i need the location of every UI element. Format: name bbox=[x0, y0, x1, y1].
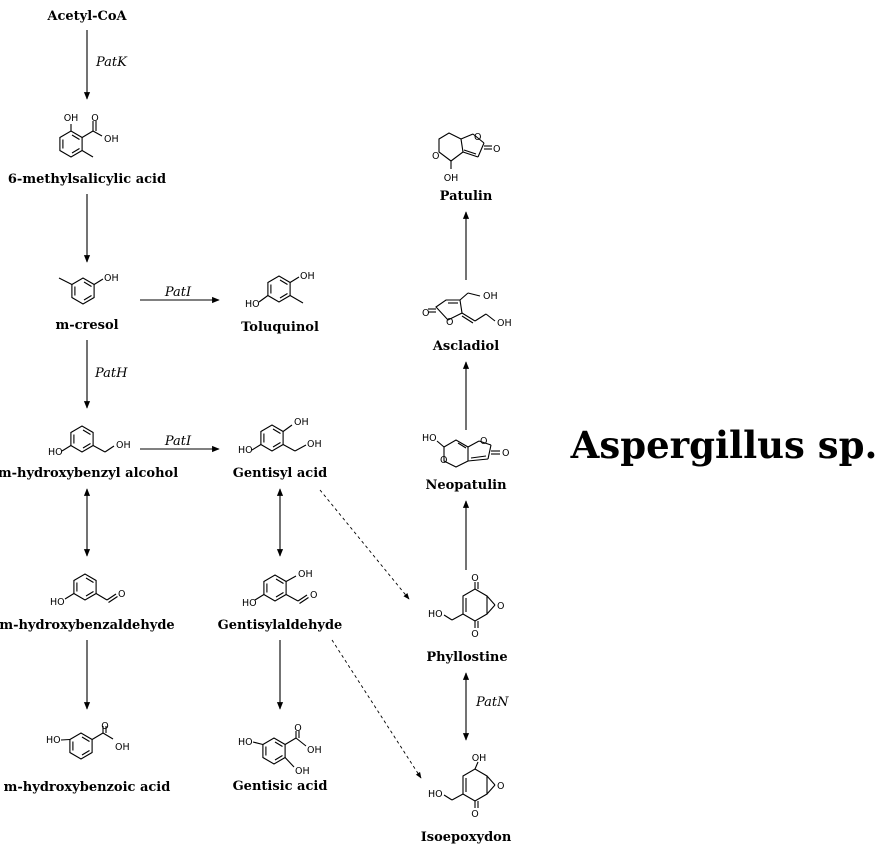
reaction-arrows bbox=[83, 30, 470, 779]
label-m-hydroxybenzyl-alcohol: m-hydroxybenzyl alcohol bbox=[0, 466, 178, 481]
svg-text:OH: OH bbox=[497, 318, 512, 329]
structure-6-methylsalicylic-acid: OH O OH bbox=[59, 113, 119, 158]
arrow-gentisylald-to-isoepoxydon bbox=[331, 639, 422, 779]
label-phyllostine: Phyllostine bbox=[426, 650, 507, 665]
label-patulin: Patulin bbox=[440, 189, 493, 204]
svg-text:HO: HO bbox=[245, 299, 260, 310]
svg-text:O: O bbox=[432, 151, 439, 162]
label-m-hydroxybenzoic-acid: m-hydroxybenzoic acid bbox=[4, 780, 171, 795]
label-toluquinol: Toluquinol bbox=[241, 320, 319, 335]
svg-text:O: O bbox=[422, 308, 429, 319]
structure-m-cresol: OH bbox=[58, 273, 119, 305]
svg-text:OH: OH bbox=[294, 417, 309, 428]
structure-gentisylaldehyde: OH O HO bbox=[242, 569, 317, 609]
svg-text:O: O bbox=[118, 589, 125, 600]
svg-text:HO: HO bbox=[428, 609, 443, 620]
svg-text:OH: OH bbox=[104, 273, 119, 284]
structure-isoepoxydon: OH O O HO bbox=[428, 753, 504, 820]
arrow-gentisyl-to-phyllostine bbox=[319, 489, 410, 600]
svg-text:HO: HO bbox=[238, 445, 253, 456]
svg-text:O: O bbox=[474, 132, 481, 143]
svg-text:O: O bbox=[101, 721, 108, 732]
svg-text:O: O bbox=[471, 573, 478, 584]
svg-text:OH: OH bbox=[483, 291, 498, 302]
label-6-methylsalicylic-acid: 6-methylsalicylic acid bbox=[8, 172, 166, 187]
svg-text:HO: HO bbox=[46, 735, 61, 746]
structure-m-hydroxybenzyl-alcohol: HO OH bbox=[48, 425, 131, 458]
svg-text:OH: OH bbox=[300, 271, 315, 282]
structure-gentisyl-acid: OH OH HO bbox=[238, 417, 322, 456]
enzyme-path: PatH bbox=[94, 366, 128, 381]
label-gentisic-acid: Gentisic acid bbox=[233, 779, 328, 794]
svg-text:O: O bbox=[502, 448, 509, 459]
svg-text:HO: HO bbox=[428, 789, 443, 800]
svg-text:OH: OH bbox=[444, 173, 459, 184]
label-acetyl-coa: Acetyl-CoA bbox=[46, 9, 127, 24]
label-gentisyl-acid: Gentisyl acid bbox=[233, 466, 327, 481]
structure-m-hydroxybenzoic-acid: HO O OH bbox=[46, 721, 130, 760]
enzyme-patn: PatN bbox=[475, 695, 509, 710]
svg-text:O: O bbox=[91, 113, 98, 124]
svg-text:OH: OH bbox=[307, 439, 322, 450]
svg-text:HO: HO bbox=[242, 598, 257, 609]
label-m-hydroxybenzaldehyde: m-hydroxybenzaldehyde bbox=[0, 618, 175, 633]
svg-text:O: O bbox=[471, 809, 478, 820]
label-m-cresol: m-cresol bbox=[55, 318, 118, 333]
svg-text:O: O bbox=[480, 436, 487, 447]
svg-text:OH: OH bbox=[115, 742, 130, 753]
structure-ascladiol: O O OH OH bbox=[422, 291, 512, 329]
svg-text:OH: OH bbox=[295, 766, 310, 777]
svg-text:HO: HO bbox=[422, 433, 437, 444]
svg-text:O: O bbox=[493, 144, 500, 155]
label-gentisylaldehyde: Gentisylaldehyde bbox=[218, 618, 343, 633]
structure-m-hydroxybenzaldehyde: HO O bbox=[50, 573, 125, 608]
label-neopatulin: Neopatulin bbox=[425, 478, 507, 493]
svg-text:O: O bbox=[294, 723, 301, 734]
organism-title: Aspergillus sp. bbox=[570, 423, 878, 467]
svg-text:O: O bbox=[497, 781, 504, 792]
svg-text:O: O bbox=[440, 455, 447, 466]
enzyme-pati-2: PatI bbox=[164, 434, 192, 449]
svg-text:HO: HO bbox=[238, 737, 253, 748]
svg-text:OH: OH bbox=[64, 113, 79, 124]
svg-text:OH: OH bbox=[472, 753, 487, 764]
svg-text:O: O bbox=[446, 317, 453, 328]
structure-neopatulin: HO O O O bbox=[422, 433, 509, 468]
svg-text:O: O bbox=[497, 601, 504, 612]
structure-gentisic-acid: HO O OH OH bbox=[238, 723, 322, 777]
svg-text:O: O bbox=[310, 590, 317, 601]
svg-text:OH: OH bbox=[307, 745, 322, 756]
structure-phyllostine: O O O HO bbox=[428, 573, 504, 640]
label-ascladiol: Ascladiol bbox=[432, 339, 499, 354]
structure-patulin: O O O OH bbox=[432, 132, 500, 184]
svg-text:HO: HO bbox=[50, 597, 65, 608]
svg-text:OH: OH bbox=[104, 134, 119, 145]
svg-text:O: O bbox=[471, 629, 478, 640]
label-isoepoxydon: Isoepoxydon bbox=[421, 830, 512, 845]
svg-text:OH: OH bbox=[298, 569, 313, 580]
enzyme-pati-1: PatI bbox=[164, 285, 192, 300]
enzyme-patk: PatK bbox=[95, 55, 128, 70]
structure-toluquinol: OH HO bbox=[245, 271, 315, 310]
svg-text:HO: HO bbox=[48, 447, 63, 458]
svg-text:OH: OH bbox=[116, 440, 131, 451]
